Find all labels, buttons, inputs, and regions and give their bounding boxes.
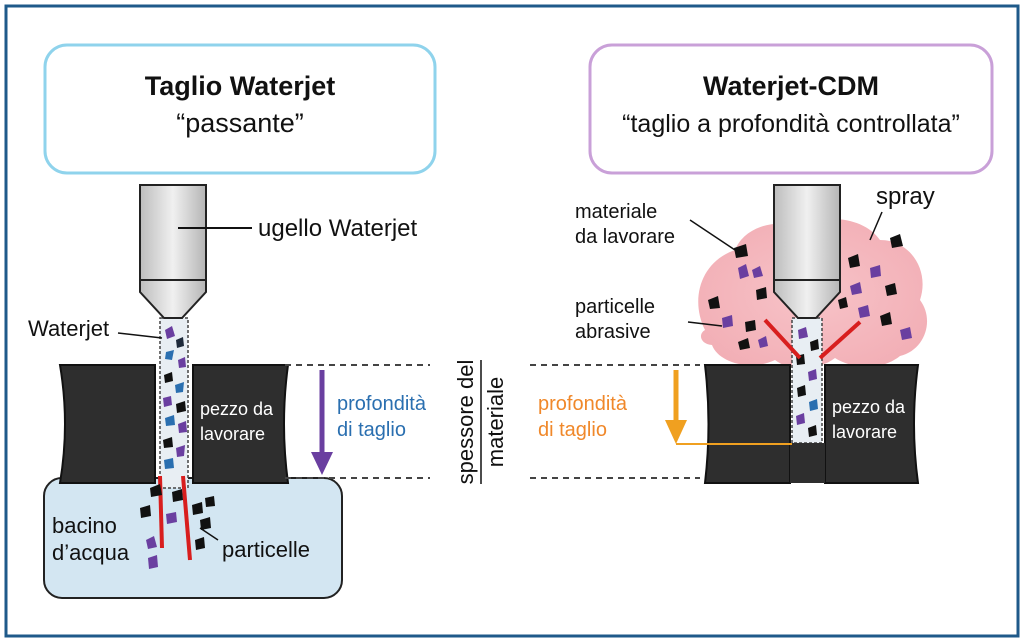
spray-label: spray <box>876 183 935 210</box>
right-workpiece-block-right <box>824 364 920 484</box>
right-red-streak-2 <box>818 320 862 360</box>
right-kerf-bottom <box>790 443 825 483</box>
left-title: Taglio Waterjet <box>145 71 336 101</box>
left-title-box <box>43 43 437 175</box>
waterjet-leader-line <box>117 332 163 339</box>
right-subtitle: “taglio a profondità controllata” <box>622 110 960 138</box>
left-nozzle-tip <box>139 279 207 319</box>
left-jet-particles <box>163 326 187 469</box>
material-label-2: da lavorare <box>575 226 675 248</box>
left-workpiece-label-2: lavorare <box>200 424 265 444</box>
right-red-streak-1 <box>763 318 802 360</box>
thickness-label-group: spessore del materiale <box>453 360 508 485</box>
right-workpiece-block-left <box>703 364 791 484</box>
left-nozzle-body <box>139 184 207 281</box>
nozzle-label: ugello Waterjet <box>258 215 418 242</box>
right-workpiece-label-2: lavorare <box>832 422 897 442</box>
right-depth-arrow-head <box>665 420 687 444</box>
left-subtitle: “passante” <box>176 108 304 138</box>
left-workpiece-label-1: pezzo da <box>200 399 274 419</box>
basin-label-2: d’acqua <box>52 540 130 565</box>
abrasive-label-2: abrasive <box>575 321 651 343</box>
left-depth-arrow-head <box>311 452 333 475</box>
spray-leader-line <box>869 211 883 241</box>
basin-label-1: bacino <box>52 513 117 538</box>
left-ejected-particles <box>140 484 215 569</box>
material-leader-line <box>689 219 736 251</box>
right-nozzle-tip <box>773 279 841 319</box>
left-workpiece-block-left <box>58 364 156 484</box>
left-depth-label-2: di taglio <box>337 419 406 441</box>
thickness-label-2: materiale <box>483 377 508 467</box>
right-title: Waterjet-CDM <box>703 71 879 101</box>
abrasive-leader-line <box>687 321 723 327</box>
abrasive-label-1: particelle <box>575 296 655 318</box>
spray-particles <box>708 234 912 350</box>
particles-label: particelle <box>222 537 310 562</box>
particles-leader-line <box>199 527 219 541</box>
material-label-1: materiale <box>575 201 657 223</box>
waterjet-label: Waterjet <box>28 316 109 341</box>
left-depth-label-1: profondità <box>337 393 427 415</box>
left-workpiece-block-right <box>192 364 290 484</box>
right-depth-label-2: di taglio <box>538 419 607 441</box>
right-nozzle-body <box>773 184 841 281</box>
thickness-label-1: spessore del <box>453 360 478 485</box>
right-depth-label-1: profondità <box>538 393 628 415</box>
left-red-streak-2 <box>181 475 192 561</box>
right-title-box <box>588 43 994 175</box>
right-workpiece-label-1: pezzo da <box>832 397 906 417</box>
